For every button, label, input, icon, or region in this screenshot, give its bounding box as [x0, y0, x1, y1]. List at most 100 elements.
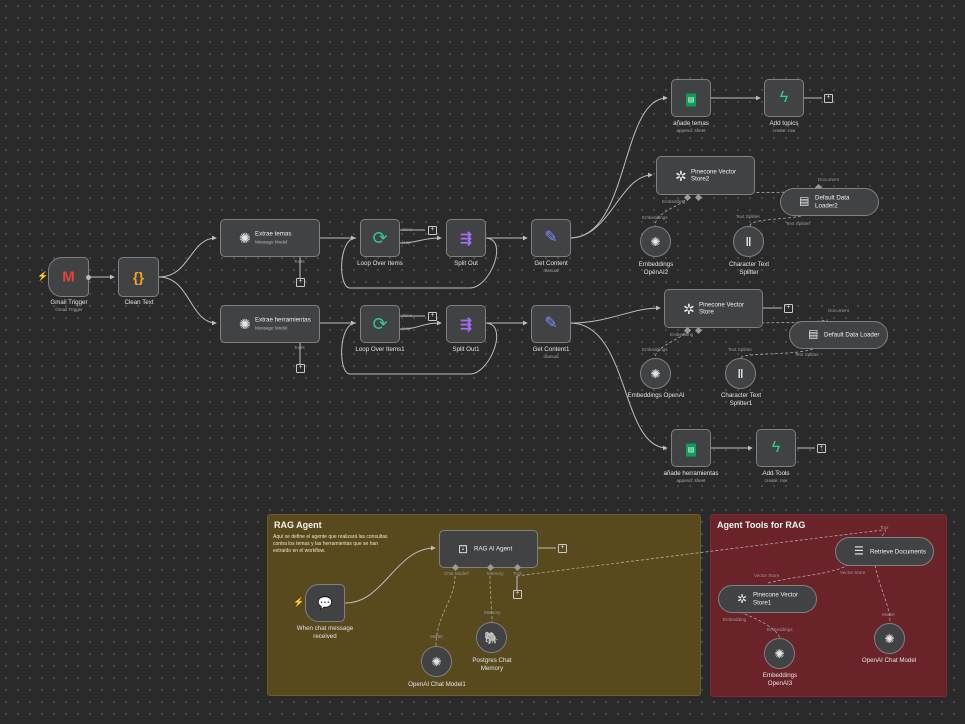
edge	[874, 564, 891, 624]
port-label: Vector Store	[754, 573, 780, 578]
sheets-icon: ▤	[686, 440, 696, 457]
port-label: Tool	[513, 571, 522, 576]
port-label: Chat Model*	[444, 571, 470, 576]
node-add-tools[interactable]: ϟ	[756, 429, 796, 467]
node-postgres-chat-memory[interactable]: 🐘	[476, 622, 507, 653]
port-label: Text Splitter	[795, 352, 819, 357]
node-subtitle: Message Model	[255, 325, 288, 330]
add-tool-button[interactable]: +	[513, 590, 522, 599]
node-label: Embeddings OpenAI3	[762, 672, 798, 687]
database-icon: ☰	[854, 545, 864, 557]
node-retrieve-documents[interactable]: ☰ Retrieve Documents	[835, 537, 934, 566]
node-pinecone-vector-store1[interactable]: ✲ Pinecone Vector Store1	[718, 585, 817, 613]
port-label: Text Splitter	[736, 214, 760, 219]
trigger-bolt-icon: ⚡	[37, 271, 49, 281]
port-label: Memory	[484, 610, 501, 615]
node-label: Loop Over Items1	[355, 346, 405, 353]
port-label: Tools	[294, 259, 305, 264]
add-tool-button[interactable]: +	[296, 364, 305, 373]
openai-icon: ✺	[650, 366, 661, 381]
sheets-icon: ▤	[686, 90, 696, 107]
node-loop-over-items[interactable]: ⟳	[360, 219, 400, 257]
port-label: Text Splitter	[786, 221, 810, 226]
add-node-button[interactable]: +	[428, 312, 437, 321]
add-node-button[interactable]: +	[824, 94, 833, 103]
openai-icon: ✺	[650, 234, 661, 249]
add-node-button[interactable]: +	[817, 444, 826, 453]
port-label: Memory	[487, 571, 504, 576]
port-label: Embeddings	[642, 347, 668, 352]
edge	[569, 322, 668, 451]
node-character-text-splitter[interactable]: ‖	[733, 226, 764, 257]
code-braces-icon: {}	[133, 269, 144, 285]
add-node-button[interactable]: +	[558, 544, 567, 553]
node-openai-chat-model[interactable]: ✺	[874, 623, 905, 654]
port-label: Embedding	[723, 617, 747, 622]
port-label: Embeddings	[767, 627, 793, 632]
edge	[341, 237, 498, 289]
edge	[158, 235, 217, 278]
edge	[767, 564, 849, 584]
node-label: When chat message received	[296, 625, 354, 640]
node-title: Retrieve Documents	[870, 547, 927, 555]
gmail-icon: M	[62, 268, 75, 286]
output-port[interactable]	[86, 275, 91, 280]
add-node-button[interactable]: +	[784, 304, 793, 313]
bolt-icon: ϟ	[771, 439, 781, 456]
refresh-icon: ⟳	[372, 314, 388, 334]
node-label: OpenAI Chat Model	[861, 657, 917, 664]
split-icon: ⇶	[460, 316, 472, 332]
edge	[158, 276, 217, 326]
node-add-topics[interactable]: ϟ	[764, 79, 804, 117]
port-label: Tools	[294, 345, 305, 350]
port-label: Tool	[880, 525, 889, 530]
node-label: Embeddings OpenAI2	[638, 261, 674, 276]
refresh-icon: ⟳	[372, 228, 388, 248]
node-label: Loop Over Items	[357, 260, 403, 267]
node-title: Pinecone Vector Store	[699, 301, 745, 316]
port-label: Document	[828, 308, 849, 313]
edge	[489, 575, 493, 623]
node-label: Character Text Splitter	[728, 261, 770, 276]
node-label: Split Out1	[452, 346, 480, 353]
edge	[739, 611, 781, 641]
port-label: Text Splitter	[728, 347, 752, 352]
port-label: done	[402, 227, 413, 232]
node-default-data-loader[interactable]: ▤ Default Data Loader	[789, 321, 888, 349]
node-embeddings-openai3[interactable]: ✺	[764, 638, 795, 669]
node-split-out[interactable]: ⇶	[446, 219, 486, 257]
edge	[569, 172, 653, 239]
edge	[740, 347, 816, 359]
edge	[749, 214, 806, 227]
add-node-button[interactable]: +	[428, 226, 437, 235]
port-label: loop	[402, 326, 411, 331]
pencil-icon: ✎	[544, 229, 558, 246]
node-default-data-loader2[interactable]: ▤ Default Data Loader2	[780, 188, 879, 216]
node-anade-herramientas[interactable]: ▤	[671, 429, 711, 467]
node-pinecone-vector-store[interactable]: ✲ Pinecone Vector Store	[664, 289, 763, 328]
node-get-content1[interactable]: ✎	[531, 305, 571, 343]
node-chat-trigger[interactable]: 💬	[305, 584, 345, 622]
node-character-text-splitter1[interactable]: ‖	[725, 358, 756, 389]
edge	[569, 305, 661, 324]
openai-icon: ✺	[431, 654, 442, 669]
node-openai-chat-model1[interactable]: ✺	[421, 646, 452, 677]
pinecone-icon: ✲	[683, 300, 695, 317]
node-embeddings-openai2[interactable]: ✺	[640, 226, 671, 257]
node-anade-temas[interactable]: ▤	[671, 79, 711, 117]
node-pinecone-vector-store2[interactable]: ✲ Pinecone Vector Store2	[656, 156, 755, 195]
node-rag-ai-agent[interactable]: ⊡ RAG AI Agent	[439, 530, 538, 568]
node-embeddings-openai[interactable]: ✺	[640, 358, 671, 389]
node-loop-over-items1[interactable]: ⟳	[360, 305, 400, 343]
node-split-out1[interactable]: ⇶	[446, 305, 486, 343]
pinecone-icon: ✲	[675, 167, 687, 184]
add-tool-button[interactable]: +	[296, 278, 305, 287]
node-clean-text[interactable]: {}	[118, 257, 159, 297]
node-title: Pinecone Vector Store1	[753, 591, 799, 607]
node-get-content[interactable]: ✎	[531, 219, 571, 257]
node-gmail-trigger[interactable]: M	[48, 257, 89, 297]
